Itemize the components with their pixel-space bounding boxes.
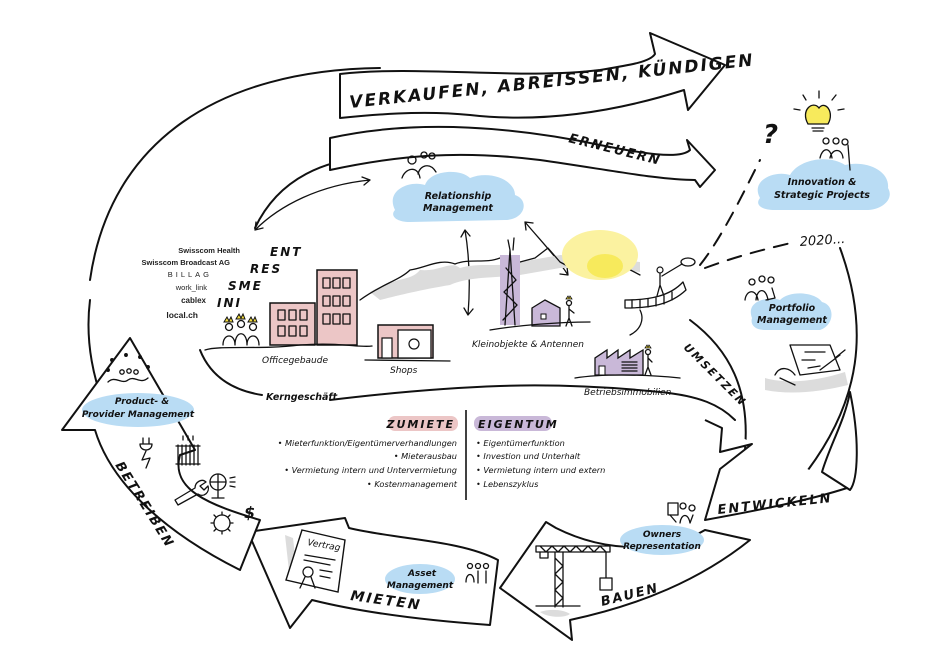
umsetzen-label: UMSETZEN [681,341,749,409]
fan-icon [209,473,236,499]
people-group-icon [401,151,437,179]
kings-group-icon [222,312,260,346]
brand-swisscom-health: Swisscom Health [178,246,240,255]
brand-swisscom-broadcast: Swisscom Broadcast AG [141,258,230,267]
segment-ini: INI [217,296,242,310]
shops-label: Shops [390,366,418,376]
segment-ent: ENT [270,245,302,259]
innovation-cloud-line1: Innovation & [788,177,857,188]
core-business-label: Kerngeschäft [266,392,338,403]
ground-line-antenna [489,321,591,331]
zumiete-item: • Mieterausbau [394,451,457,461]
antenna-tower-icon [500,237,520,326]
brand-worklink: work_link [175,283,208,292]
betreiben-arrow: BETREIBEN [61,337,261,571]
core-business-line [199,349,736,421]
ground-line-left [204,343,373,351]
product-cloud-line2: Provider Management [82,410,195,420]
year-label: 2020... [799,232,845,250]
asset-management-cloud: Asset Management [385,564,455,594]
customer-segments: ENT RES SME INI [217,245,302,310]
double-arrow-left [254,176,371,231]
eigentum-item: • Investion und Unterhalt [476,451,581,461]
relationship-cloud-line1: Relationship [425,191,492,202]
entwickeln-arrow: ENTWICKELN [704,391,858,521]
segment-res: RES [250,262,282,276]
segment-sme: SME [228,279,263,293]
telescope-lookout-icon [624,257,696,336]
owners-cloud-line1: Owners [643,530,682,540]
innovation-strategic-projects-cloud: Innovation & Strategic Projects [757,159,890,210]
brand-billag: BILLAG [168,270,212,279]
portfolio-cloud-line1: Portfolio [769,303,816,314]
king-person-industrial-icon [644,344,653,376]
mountains-line [359,247,641,301]
question-mark-icon: ? [763,120,780,150]
outer-loop-line [89,67,381,281]
zumiete-item: • Kostenmanagement [367,479,458,489]
small-house-icon [531,299,561,327]
product-provider-management-cloud: Product- & Provider Management [82,393,195,427]
product-cloud-line1: Product- & [115,397,169,407]
innovation-cloud-line2: Strategic Projects [774,190,870,201]
portfolio-management-cloud: Portfolio Management [750,293,832,330]
eigentum-section: EIGENTUM • Eigentümerfunktion • Investio… [474,416,605,489]
virus-icon [210,511,234,535]
office-label: Officegebaude [262,356,328,366]
industrial-label: Betriebsimmobilien [584,388,672,398]
zumiete-item: • Vermietung intern und Untervermietung [284,465,457,475]
dollar-icon: $ [244,503,257,522]
crane-icon [535,545,613,617]
dashed-vision-line [699,159,761,266]
eigentum-item: • Lebenszyklus [476,479,539,489]
plug-icon [139,437,153,469]
zumiete-heading: ZUMIETE [386,418,455,431]
client-brands: Swisscom Health Swisscom Broadcast AG BI… [141,246,240,320]
eigentum-item: • Vermietung intern und extern [476,465,605,475]
wrench-icon [174,479,210,506]
community-people-icon [106,353,150,383]
document-signing-icon [765,344,848,393]
small-objects-label: Kleinobjekte & Antennen [472,340,584,350]
shop-icon [377,324,434,359]
eigentum-heading: EIGENTUM [478,418,559,431]
inner-loop-line [254,157,366,229]
lightbulb-icon [793,90,845,132]
owners-representation-cloud: Owners Representation [620,525,704,555]
portfolio-people-icon [744,275,776,301]
portfolio-cloud-line2: Management [757,315,827,326]
umsetzen-arc [689,319,747,451]
ground-line-shop [364,359,451,362]
mieten-arrow: MIETEN [247,517,499,629]
sun-icon [562,230,638,280]
asset-people-icon [465,562,490,584]
erneuern-arrow: ERNEUERN [329,125,716,188]
double-arrow-right [524,221,569,276]
owners-cloud-line2: Representation [623,542,701,552]
brand-local: local.ch [166,310,198,320]
king-person-icon [565,295,575,327]
relationship-cloud-line2: Management [423,203,493,214]
office-buildings-icon [269,269,358,346]
eigentum-item: • Eigentümerfunktion [476,438,565,448]
asset-cloud-line2: Management [387,581,454,591]
brand-cablex: cablex [181,296,206,305]
innovation-people-icon [819,137,851,171]
asset-cloud-line1: Asset [407,569,437,579]
dashed-year-line [704,241,796,269]
zumiete-section: ZUMIETE • Mieterfunktion/Eigentümerverha… [278,416,458,489]
radiator-icon [175,435,201,466]
zumiete-item: • Mieterfunktion/Eigentümerverhandlungen [278,438,457,448]
contract-document-icon: Vertrag [285,529,346,593]
relationship-management-cloud: Relationship Management [392,171,524,222]
presenter-people-icon [667,502,696,524]
outer-right-loop-line [807,247,858,471]
ground-line-industrial [574,374,681,379]
industrial-building-icon [594,348,644,376]
verkaufen-arrow: VERKAUFEN, ABREISSEN, KÜNDIGEN [339,32,755,119]
